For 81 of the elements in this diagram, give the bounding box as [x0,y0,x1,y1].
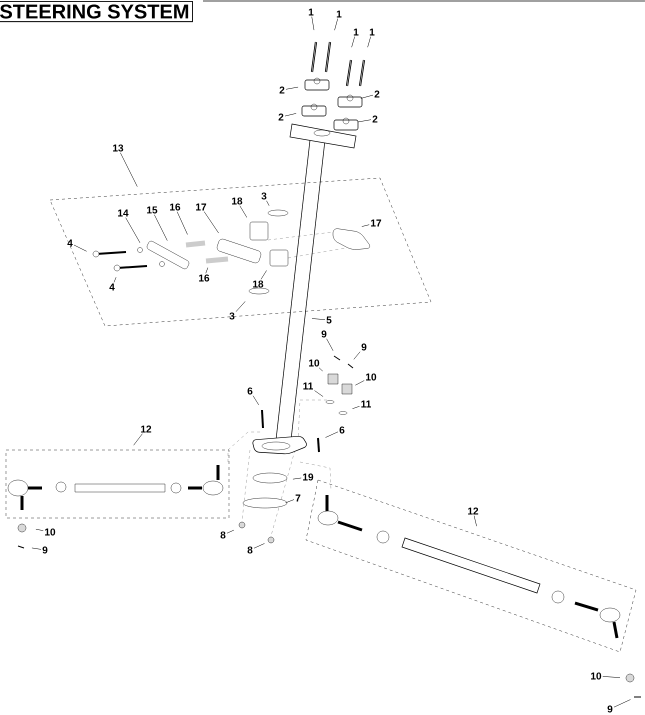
callout-number: 18 [253,280,264,288]
callout-number: 15 [147,206,158,214]
leader-line [314,390,324,397]
leader-line [206,267,208,274]
callout-number: 7 [296,494,300,502]
callout-number: 4 [109,284,115,290]
leader-line [125,217,140,244]
leader-line [318,368,323,372]
callout-number: 8 [220,531,226,539]
leader-line [285,499,294,504]
leader-line [260,270,267,280]
callout-number: 13 [113,144,124,152]
title-box: STEERING SYSTEM [0,1,193,22]
leader-line [120,152,138,187]
callout-number: 3 [261,192,266,200]
callout-number: 9 [42,546,48,554]
callout-number: 12 [468,508,478,514]
leader-line [252,396,260,406]
leader-line [351,36,355,48]
callout-number: 9 [608,705,612,713]
leader-line [360,94,374,99]
leader-line [236,301,246,312]
callout-number: 1 [336,10,342,18]
callout-number: 2 [374,90,380,98]
callout-number: 4 [67,240,73,246]
callout-number: 1 [370,28,374,36]
leader-line [602,676,620,678]
callout-number: 6 [248,387,252,395]
leader-line [226,530,234,534]
leader-line [312,16,314,30]
callout-number: 17 [371,220,382,226]
leader-line [614,699,631,708]
leader-line [284,113,296,116]
callout-number: 10 [309,359,320,367]
callout-number: 10 [366,373,376,381]
callout-number: 1 [308,8,314,16]
leader-line [352,406,360,409]
callout-number: 1 [354,28,358,36]
leader-line [204,211,219,234]
leader-line [354,352,360,360]
leader-line [312,318,326,320]
leader-line [358,119,372,122]
callout-number: 16 [170,203,180,211]
leader-line [286,86,298,90]
leader-line [176,212,188,235]
leader-line [266,200,270,206]
callout-number: 11 [361,400,371,408]
callout-number: 17 [196,204,206,210]
callout-number: 2 [278,114,284,120]
callout-number: 12 [141,426,152,432]
leader-line [292,478,302,480]
callout-number: 16 [199,274,210,282]
callout-number: 8 [248,546,252,554]
leader-line [154,214,168,241]
callout-number: 9 [322,330,326,338]
leader-line [74,244,87,252]
callout-number: 18 [232,197,242,205]
callout-number: 19 [303,473,314,481]
leader-line [474,515,477,526]
leader-line [325,432,338,438]
callout-number: 9 [362,343,366,351]
leader-line [362,224,370,227]
leader-line [334,18,338,30]
callout-number: 11 [303,382,313,390]
callout-number: 2 [372,116,378,122]
leader-line [240,206,248,218]
callout-number: 14 [118,210,128,216]
leader-line [114,276,116,283]
leader-line [32,548,42,550]
leader-line [133,433,143,446]
callout-number: 10 [45,528,56,536]
leader-line [326,338,334,351]
callout-number: 10 [591,672,602,680]
callout-number: 3 [229,312,234,320]
leader-line [36,528,44,531]
leader-line [367,36,371,48]
callout-number: 2 [280,86,284,94]
callout-number: 6 [340,426,344,434]
leader-line [254,543,265,548]
leader-line [355,380,364,386]
callout-number: 5 [326,316,332,324]
